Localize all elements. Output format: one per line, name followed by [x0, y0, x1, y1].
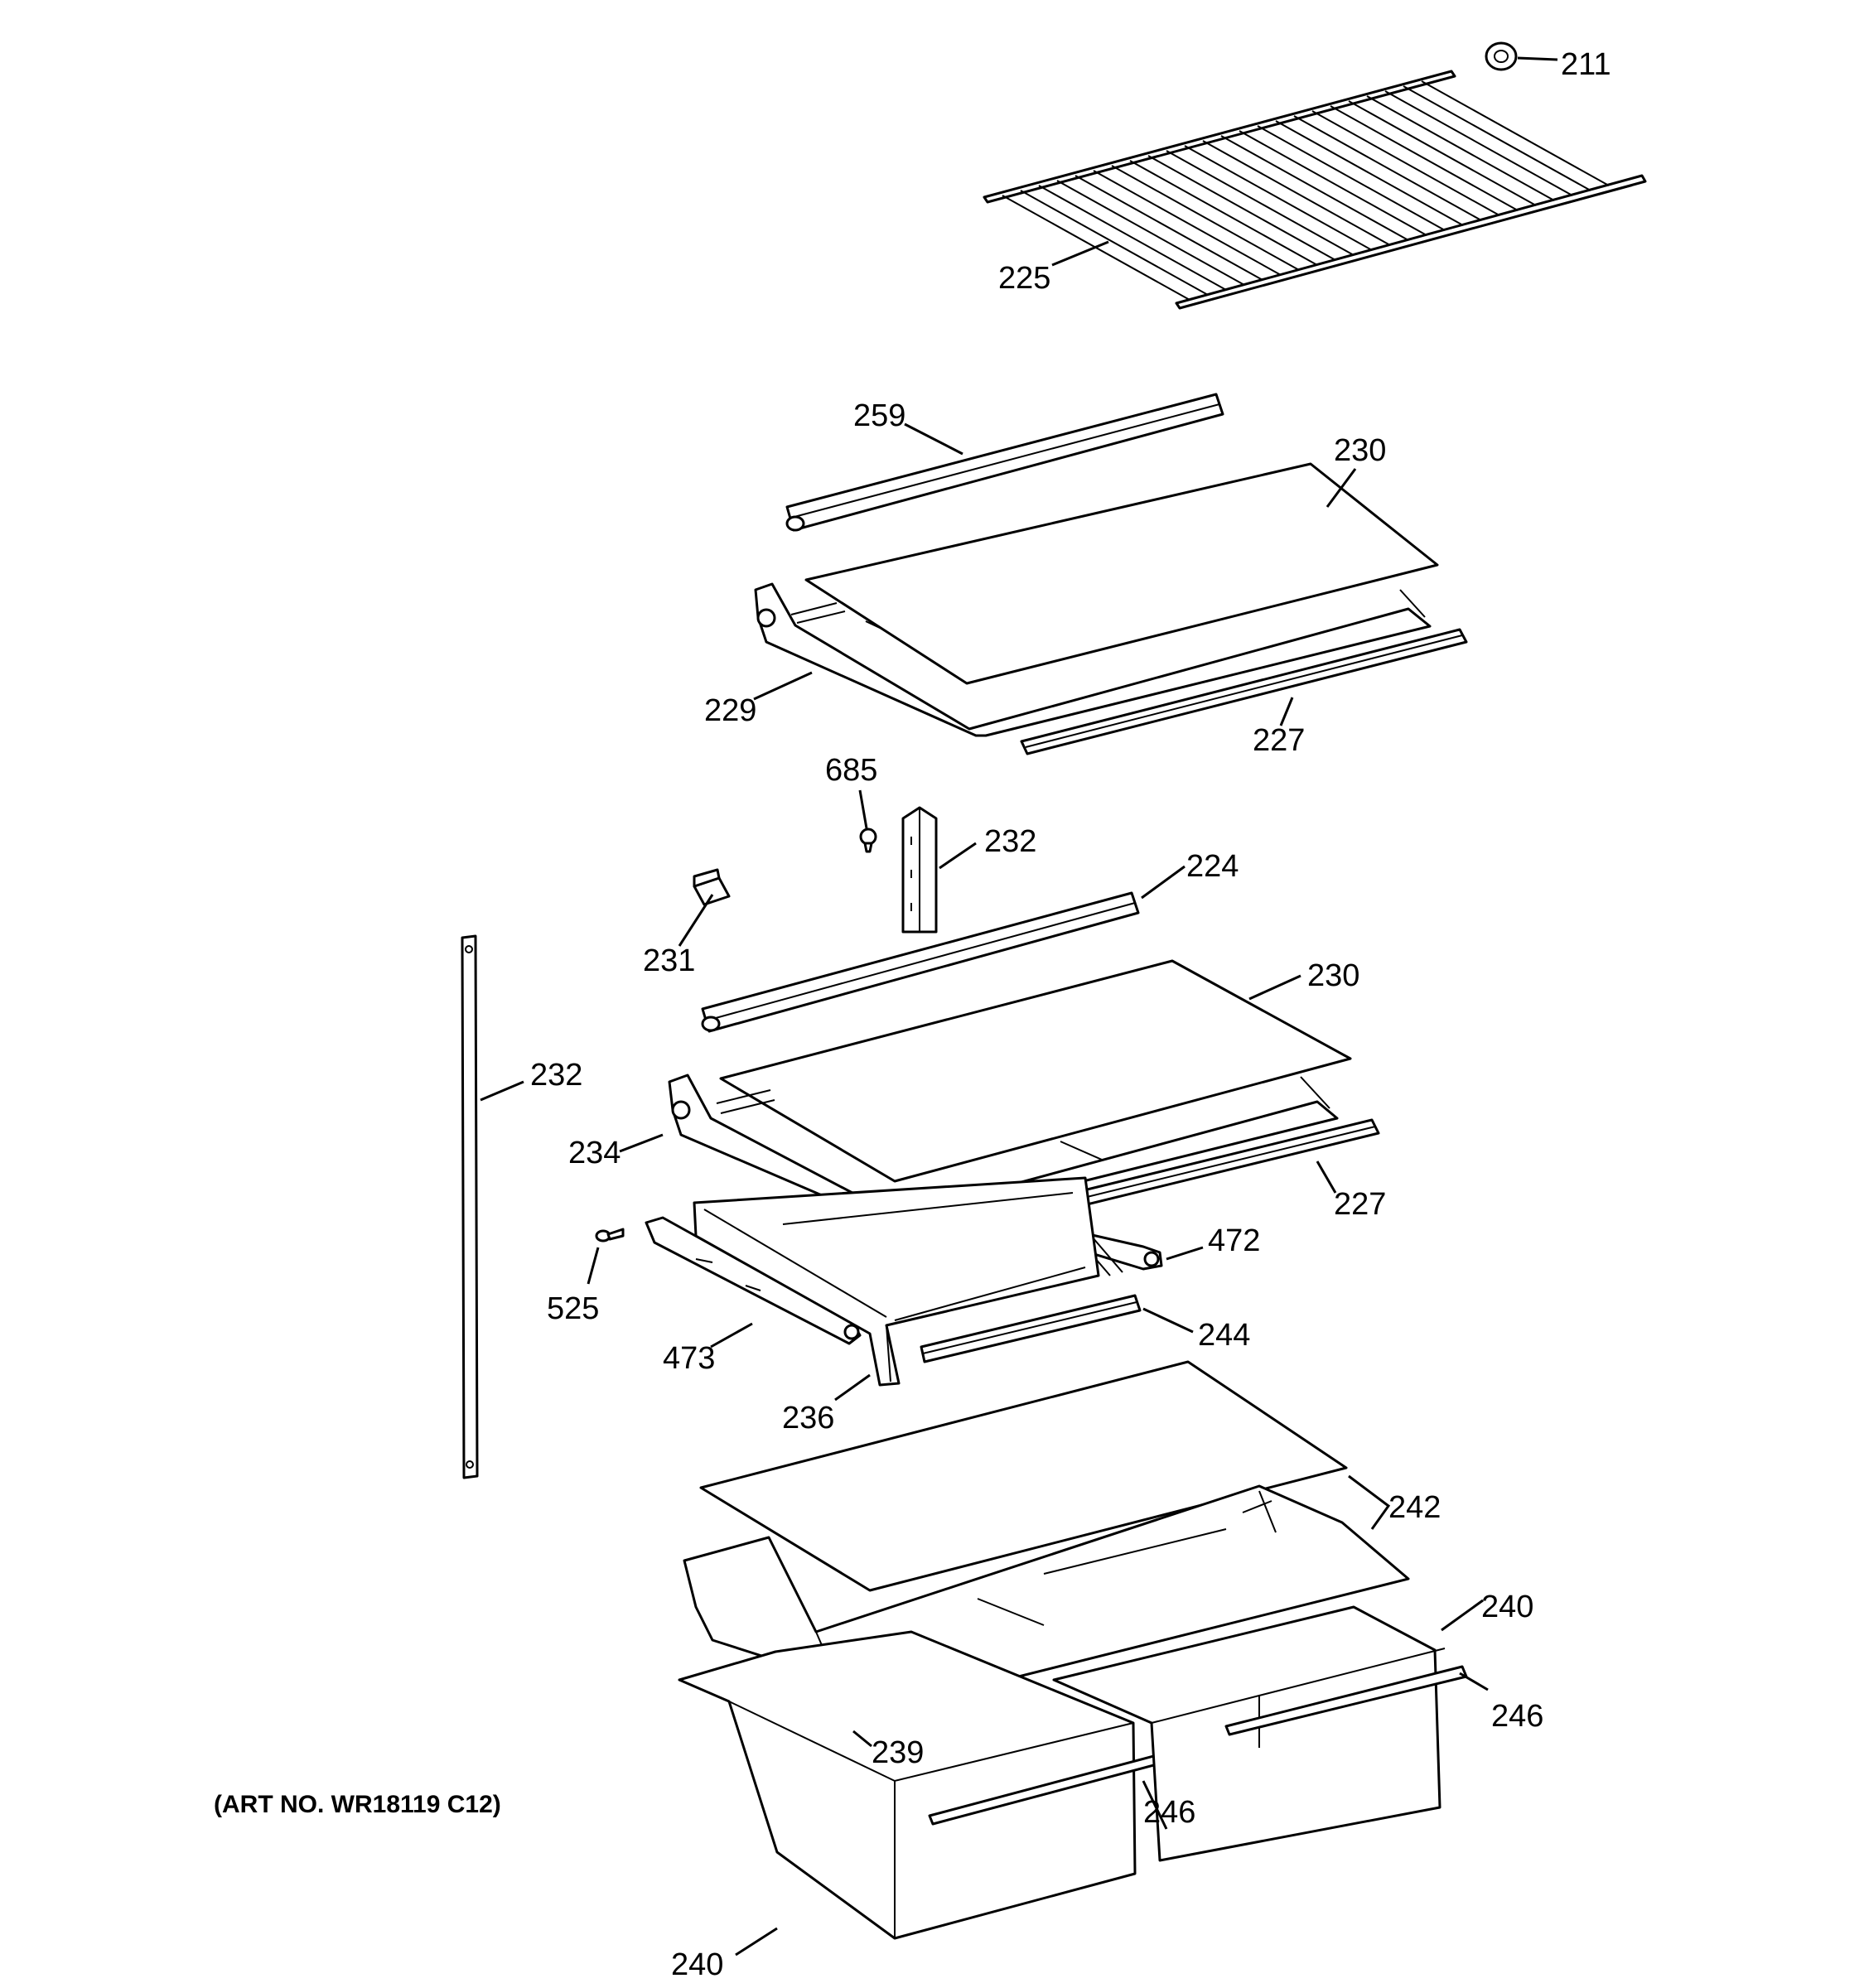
part-211-grommet [1485, 41, 1518, 71]
callout-242: 242 [1388, 1490, 1441, 1525]
part-225-wire-shelf [983, 70, 1647, 310]
callout-labels: 211 225 259 230 229 227 685 232 224 231 … [530, 47, 1611, 1982]
callout-244: 244 [1198, 1318, 1250, 1353]
callout-230-middle: 230 [1307, 958, 1359, 993]
part-230-glass-shelf-upper [804, 462, 1439, 685]
part-227-front-trim-upper [1020, 628, 1468, 755]
callout-236: 236 [782, 1401, 834, 1436]
part-240-crisper-drawer-right [1052, 1605, 1468, 1862]
callout-224: 224 [1186, 849, 1239, 884]
callout-229: 229 [704, 693, 756, 728]
callout-246-right: 246 [1491, 1699, 1543, 1734]
part-244-pan-trim [920, 1294, 1142, 1363]
callout-240-left: 240 [671, 1947, 723, 1982]
callout-259: 259 [853, 398, 905, 433]
callout-239: 239 [872, 1735, 924, 1770]
callout-246-left: 246 [1143, 1795, 1195, 1830]
callout-525: 525 [547, 1291, 599, 1326]
part-259-shelf-trim [785, 393, 1224, 532]
callout-211: 211 [1561, 47, 1611, 82]
part-232-shelf-ladder-short [901, 806, 938, 934]
callout-227-middle: 227 [1334, 1187, 1386, 1222]
callout-231: 231 [643, 943, 695, 978]
part-234-shelf-frame-middle [668, 1074, 1339, 1228]
callout-230-upper: 230 [1334, 433, 1386, 468]
callout-leader-lines [480, 56, 1558, 1957]
callout-232-long: 232 [530, 1058, 582, 1093]
part-232-vertical-strip-long [461, 934, 479, 1479]
callout-240-right: 240 [1481, 1590, 1533, 1624]
part-236-pan [693, 1176, 1100, 1387]
part-525-screw [595, 1228, 625, 1242]
part-231-clip [693, 868, 731, 906]
part-224-shelf-trim [701, 891, 1140, 1033]
part-230-glass-shelf-middle [719, 959, 1352, 1183]
part-229-shelf-frame-upper [754, 582, 1432, 737]
callout-472: 472 [1208, 1223, 1260, 1258]
callout-473: 473 [663, 1341, 715, 1376]
callout-234: 234 [568, 1136, 621, 1170]
part-242-cover-glass [699, 1360, 1348, 1592]
part-473-side-rail [645, 1216, 862, 1345]
callout-225: 225 [998, 261, 1050, 296]
callout-232-upper: 232 [984, 824, 1036, 859]
callout-227-upper: 227 [1253, 723, 1305, 758]
callout-685: 685 [825, 753, 877, 788]
part-685-screw [859, 828, 877, 853]
art-number-note: (ART NO. WR18119 C12) [214, 1791, 501, 1818]
